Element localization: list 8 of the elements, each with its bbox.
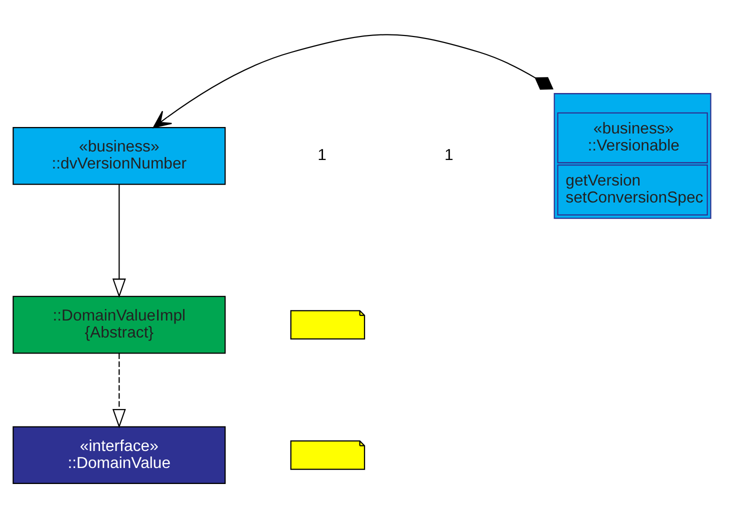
label: 1 — [318, 146, 326, 164]
node-box: ::DomainValueImpl {Abstract} — [12, 295, 226, 354]
arrow — [112, 352, 126, 428]
arrow — [152, 34, 554, 128]
node-box: «business» ::dvVersionNumber — [12, 126, 226, 184]
node-box: «interface» ::DomainValue — [12, 426, 226, 484]
arrow — [112, 184, 126, 298]
label: 1 — [444, 146, 454, 164]
